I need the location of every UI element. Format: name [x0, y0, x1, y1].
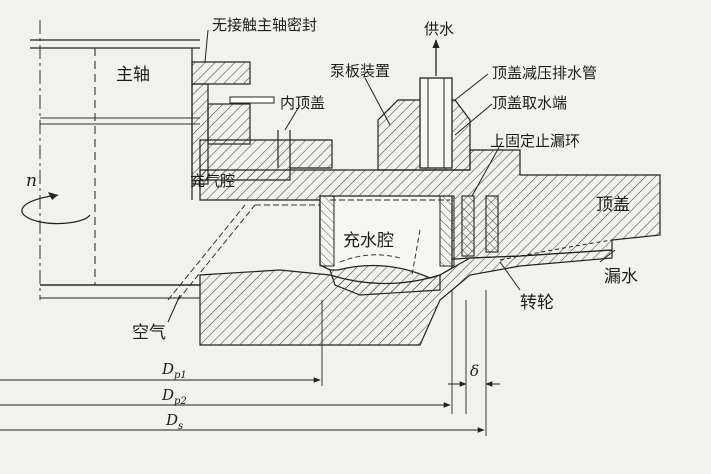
rotation-arrow-icon: [21, 192, 91, 225]
label-air: 空气: [132, 323, 166, 343]
label-relief-pipe: 顶盖减压排水管: [492, 64, 597, 82]
label-shaft: 主轴: [116, 65, 150, 85]
leader-lines: [167, 29, 616, 323]
label-leak-water: 漏水: [604, 267, 638, 287]
relief-pipe: [419, 77, 453, 169]
dim-gap: δ: [470, 362, 479, 380]
label-water-supply: 供水: [424, 20, 454, 38]
pump-plate-right: [439, 195, 455, 267]
dim-dp2: Dp2: [161, 386, 187, 407]
air-flow-lines: [167, 204, 421, 301]
label-air-chamber: 充气腔: [190, 172, 235, 190]
dimension-lines: [0, 290, 500, 436]
upper-seal-ring: [461, 195, 475, 257]
label-intake: 顶盖取水端: [492, 94, 567, 112]
label-seal: 无接触主轴密封: [212, 16, 317, 34]
leak-path: [499, 239, 613, 261]
label-head-cover: 顶盖: [596, 195, 630, 215]
label-water-chamber: 充水腔: [343, 231, 394, 251]
dim-ds: Ds: [165, 411, 183, 432]
runner-crown-ring: [485, 195, 499, 253]
label-upper-ring: 上固定止漏环: [490, 132, 580, 150]
label-runner: 转轮: [520, 293, 554, 313]
label-pump-plate: 泵板装置: [330, 62, 390, 80]
pump-plate-left: [319, 195, 335, 267]
dim-dp1: Dp1: [161, 360, 187, 381]
label-inner-cover: 内顶盖: [280, 94, 325, 112]
seal-housing-top: [191, 61, 251, 85]
seal-bolt: [229, 96, 275, 104]
shaft: [30, 20, 200, 300]
label-rotation: n: [26, 171, 37, 191]
runner-body: [199, 249, 613, 346]
seal-housing-lower: [207, 103, 251, 145]
